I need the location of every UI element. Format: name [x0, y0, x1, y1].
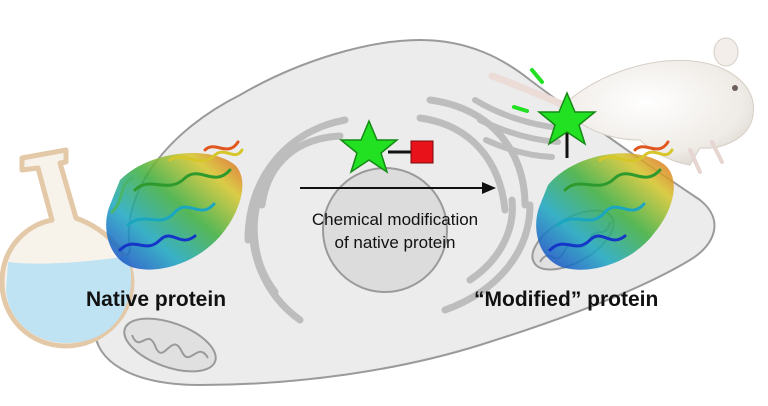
motion-dash: [530, 68, 544, 84]
reaction-label-line2: of native protein: [334, 233, 456, 252]
mouse-icon: [488, 37, 754, 174]
motion-dash: [512, 105, 529, 113]
star-icon: [338, 119, 400, 174]
square-icon: [410, 140, 434, 164]
endoplasmic-reticulum: [244, 96, 534, 324]
reaction-label-line1: Chemical modification: [311, 210, 479, 229]
reaction-arrow: [300, 182, 496, 194]
reagent-star-square: [338, 119, 434, 174]
reaction-label: Chemical modification of native protein: [270, 208, 520, 254]
native-protein-label: Native protein: [86, 288, 227, 311]
mitochondrion-left: [123, 317, 217, 373]
attached-star: [512, 68, 598, 158]
modified-protein-structure-icon: [536, 140, 674, 270]
native-protein-structure-icon: [106, 140, 244, 270]
star-icon: [536, 91, 598, 146]
modified-protein-label: “Modified” protein: [474, 288, 659, 311]
